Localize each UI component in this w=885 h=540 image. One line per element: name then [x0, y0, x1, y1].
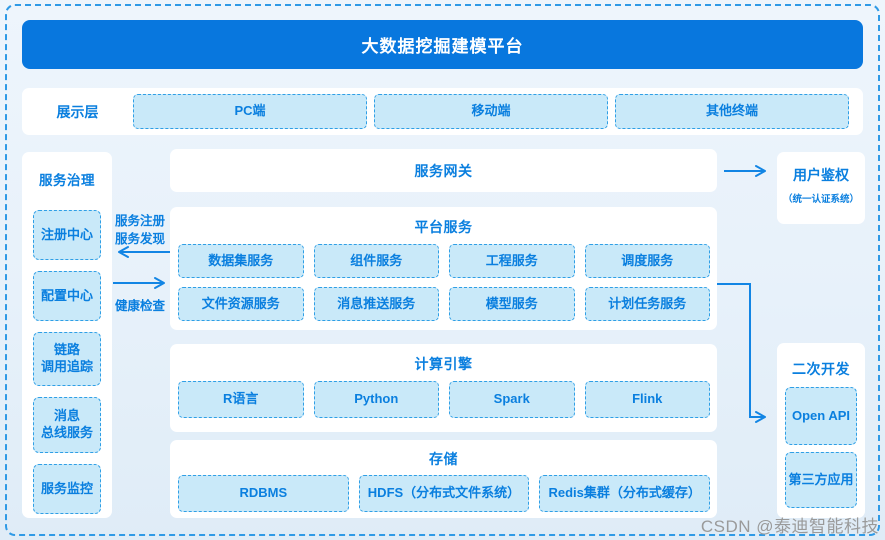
storage-box-redis: Redis集群（分布式缓存）	[539, 475, 710, 512]
engine-box-flink: Flink	[584, 381, 710, 418]
platform-services-grid: 数据集服务 组件服务 工程服务 调度服务 文件资源服务 消息推送服务 模型服务 …	[178, 244, 710, 321]
service-box-project: 工程服务	[449, 244, 575, 278]
display-layer-label: 展示层	[56, 103, 99, 120]
terminal-pc: PC端	[133, 94, 367, 129]
gov-item-registry-center: 注册中心	[33, 210, 101, 260]
watermark-text: CSDN @泰迪智能科技	[700, 517, 879, 536]
service-governance-title: 服务治理	[39, 173, 95, 188]
connector-platform-to-openapi	[717, 283, 766, 423]
secondary-dev-title: 二次开发	[792, 361, 850, 377]
storage-grid: RDBMS HDFS（分布式文件系统） Redis集群（分布式缓存）	[178, 475, 710, 512]
user-auth-panel: 用户鉴权 （统一认证系统）	[777, 152, 865, 224]
annotation-health-check: 健康检查	[114, 299, 165, 313]
arrow-health-check-right	[113, 277, 165, 289]
service-box-file-resource: 文件资源服务	[178, 287, 304, 321]
secondary-box-third-party: 第三方应用	[785, 452, 857, 508]
platform-services-panel: 平台服务 数据集服务 组件服务 工程服务 调度服务 文件资源服务 消息推送服务 …	[170, 207, 717, 330]
arrow-gateway-to-auth	[724, 165, 766, 177]
gov-item-monitor: 服务监控	[33, 464, 101, 514]
annotation-service-register-discovery: 服务注册 服务发现	[114, 214, 165, 246]
storage-box-rdbms: RDBMS	[178, 475, 349, 512]
page-title: 大数据挖掘建模平台	[22, 20, 863, 69]
secondary-dev-panel: 二次开发 Open API 第三方应用	[777, 343, 865, 518]
gov-item-config-center: 配置中心	[33, 271, 101, 321]
service-box-dataset: 数据集服务	[178, 244, 304, 278]
storage-title: 存储	[429, 451, 458, 467]
engine-box-r: R语言	[178, 381, 304, 418]
platform-services-title: 平台服务	[414, 219, 473, 235]
service-box-planned-task: 计划任务服务	[584, 287, 710, 321]
service-governance-panel: 服务治理 注册中心 配置中心 链路 调用追踪 消息 总线服务 服务监控	[22, 152, 112, 518]
compute-engine-panel: 计算引擎 R语言 Python Spark Flink	[170, 344, 717, 432]
gov-item-trace: 链路 调用追踪	[33, 332, 101, 386]
service-gateway-panel: 服务网关	[170, 149, 717, 192]
service-box-message-push: 消息推送服务	[313, 287, 439, 321]
gov-item-message-bus: 消息 总线服务	[33, 397, 101, 453]
arrow-register-discovery-left	[118, 246, 170, 258]
storage-panel: 存储 RDBMS HDFS（分布式文件系统） Redis集群（分布式缓存）	[170, 440, 717, 518]
terminal-list: PC端 移动端 其他终端	[133, 94, 849, 129]
user-auth-title: 用户鉴权	[793, 167, 849, 183]
terminal-other: 其他终端	[615, 94, 849, 129]
engine-box-spark: Spark	[449, 381, 575, 418]
service-governance-items: 注册中心 配置中心 链路 调用追踪 消息 总线服务 服务监控	[22, 210, 112, 514]
display-layer-row: 展示层 PC端 移动端 其他终端	[22, 88, 863, 135]
secondary-box-open-api: Open API	[785, 387, 857, 445]
compute-engine-grid: R语言 Python Spark Flink	[178, 381, 710, 418]
service-box-scheduler: 调度服务	[584, 244, 710, 278]
service-box-model: 模型服务	[449, 287, 575, 321]
storage-box-hdfs: HDFS（分布式文件系统）	[358, 475, 530, 512]
service-box-component: 组件服务	[313, 244, 439, 278]
service-gateway-title: 服务网关	[414, 162, 473, 179]
terminal-mobile: 移动端	[374, 94, 608, 129]
engine-box-python: Python	[313, 381, 439, 418]
compute-engine-title: 计算引擎	[414, 356, 473, 372]
user-auth-subtitle: （统一认证系统）	[782, 194, 859, 205]
